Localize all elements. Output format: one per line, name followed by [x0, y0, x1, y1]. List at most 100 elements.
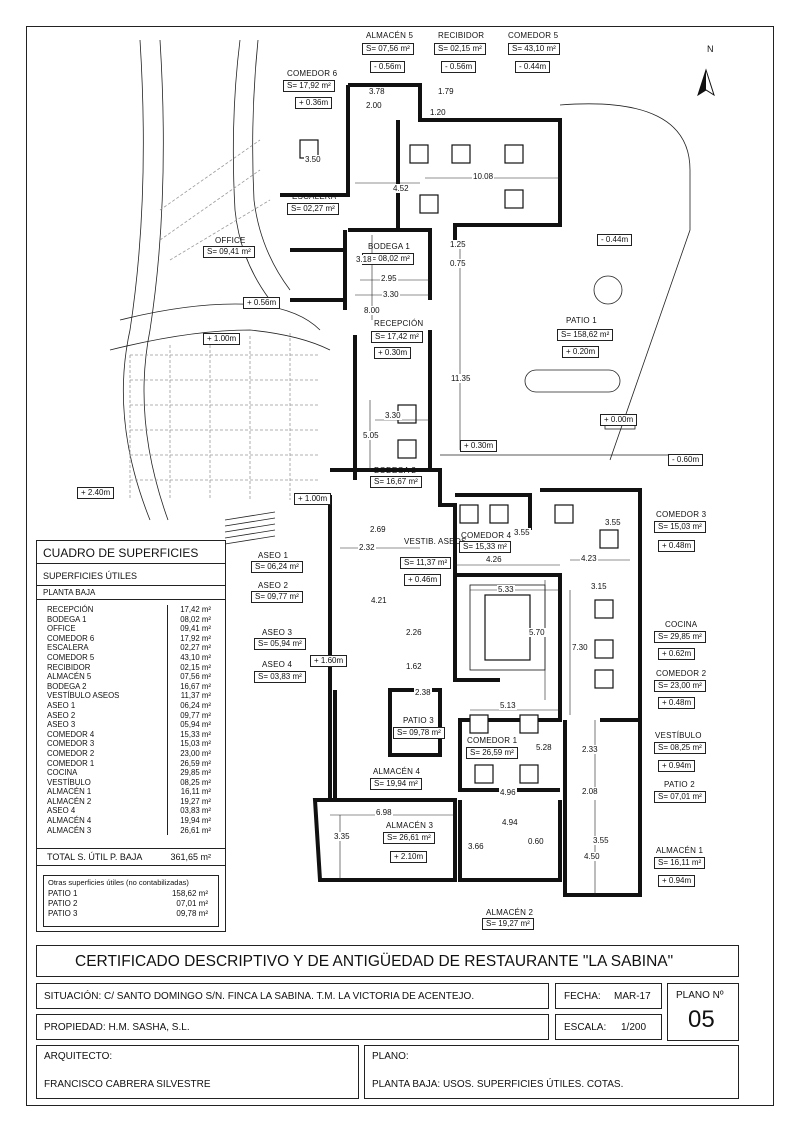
area-row-value: 26,59 m² [180, 758, 211, 768]
area-tag-office: S= 09,41 m² [203, 246, 255, 258]
area-row-name: COMEDOR 6 [37, 633, 168, 644]
area-row-value: 17,42 m² [180, 605, 211, 614]
room-label-almacen5: ALMACÉN 5 [366, 31, 414, 40]
room-label-bodega2: BODEGA 2 [374, 466, 417, 475]
dimension-label: 3.66 [467, 842, 485, 851]
area-row-value: 15,03 m² [180, 739, 211, 749]
arquitecto-name: FRANCISCO CABRERA SILVESTRE [44, 1079, 211, 1090]
area-row-name: COMEDOR 1 [37, 758, 168, 769]
area-tag-vestibulo-aseos: S= 11,37 m² [400, 557, 452, 569]
patio-fountain [593, 275, 623, 305]
plano-label: PLANO: [372, 1051, 409, 1062]
fecha-box: FECHA: MAR-17 [555, 983, 662, 1009]
level-tag-almacen3: + 2.10m [390, 851, 428, 863]
dimension-label: 3.55 [592, 836, 610, 845]
area-row-value: 29,85 m² [180, 768, 211, 778]
room-label-comedor1: COMEDOR 1 [467, 736, 518, 745]
dimension-label: 2.33 [581, 745, 599, 754]
room-label-aseo1: ASEO 1 [258, 551, 289, 560]
area-tag-vestibulo: S= 08,25 m² [654, 742, 706, 754]
areas-table-row: COMEDOR 1 26,59 m² [37, 758, 225, 769]
dimension-label: 3.18 [355, 255, 373, 264]
drawing-title: CERTIFICADO DESCRIPTIVO Y DE ANTIGÜEDAD … [75, 953, 674, 970]
areas-table: CUADRO DE SUPERFICIES SUPERFICIES ÚTILES… [36, 540, 226, 932]
area-row-name: ALMACÉN 1 [37, 787, 168, 797]
north-arrow-icon [697, 68, 715, 97]
propiedad-box: PROPIEDAD: H.M. SASHA, S.L. [36, 1014, 549, 1040]
exterior-stairs [224, 511, 276, 545]
other-areas-box: Otras superficies útiles (no contabiliza… [43, 875, 219, 927]
room-label-comedor3: COMEDOR 3 [656, 510, 707, 519]
areas-table-title: CUADRO DE SUPERFICIES [37, 541, 225, 564]
level-tag: - 0.44m [597, 234, 633, 246]
area-row-value: 26,61 m² [180, 825, 211, 835]
room-label-recepcion: RECEPCIÓN [374, 319, 424, 328]
area-row-value: 09,41 m² [180, 624, 211, 634]
other-area-value: 158,62 m² [171, 889, 208, 898]
area-row-name: ALMACÉN 3 [37, 825, 168, 836]
dimension-label: 4.52 [392, 184, 410, 193]
room-label-recibidor: RECIBIDOR [438, 31, 485, 40]
escala-label: ESCALA: [564, 1022, 607, 1033]
area-row-value: 16,11 m² [180, 787, 211, 797]
dimension-label: 4.50 [583, 852, 601, 861]
dimension-label: 2.95 [380, 274, 398, 283]
plano-number-box: PLANO Nº 05 [667, 983, 739, 1041]
area-row-value: 02,15 m² [180, 662, 211, 672]
area-tag-comedor2: S= 23,00 m² [654, 680, 706, 692]
area-tag-patio3: S= 09,78 m² [393, 727, 445, 739]
area-tag-aseo3: S= 05,94 m² [254, 638, 306, 650]
dimension-label: 2.38 [414, 688, 432, 697]
area-row-value: 02,27 m² [180, 643, 211, 653]
total-label: TOTAL S. ÚTIL P. BAJA [47, 852, 143, 862]
area-row-name: ALMACÉN 4 [37, 816, 168, 826]
area-row-name: COMEDOR 4 [37, 729, 168, 740]
area-row-value: 08,25 m² [180, 777, 211, 787]
level-tag: + 1.00m [294, 493, 332, 505]
area-tag-recibidor: S= 02,15 m² [434, 43, 486, 55]
arquitecto-label: ARQUITECTO: [44, 1051, 113, 1062]
dimension-label: 3.55 [513, 528, 531, 537]
area-row-value: 19,27 m² [180, 796, 211, 806]
area-row-name: COMEDOR 3 [37, 739, 168, 749]
area-row-value: 07,56 m² [180, 672, 211, 682]
level-tag: + 1.60m [310, 655, 348, 667]
area-row-name: RECIBIDOR [37, 662, 168, 673]
area-row-name: RECEPCIÓN [37, 605, 168, 615]
area-tag-patio2: S= 07,01 m² [654, 791, 706, 803]
other-area-name: PATIO 1 [48, 889, 78, 898]
room-label-aseo3: ASEO 3 [262, 628, 293, 637]
level-tag: + 1.00m [203, 333, 241, 345]
level-tag: + 2.40m [77, 487, 115, 499]
dimension-label: 2.08 [581, 787, 599, 796]
level-tag-comedor5: - 0.44m [515, 61, 551, 73]
area-row-name: COMEDOR 2 [37, 748, 168, 759]
room-label-almacen1: ALMACÉN 1 [656, 846, 704, 855]
level-tag: + 0.56m [243, 297, 281, 309]
plano-number-label: PLANO Nº [676, 990, 724, 1001]
dimension-label: 10.08 [472, 172, 495, 181]
level-tag-almacen1: + 0.94m [658, 875, 696, 887]
dimension-label: 4.23 [580, 554, 598, 563]
dimension-label: 3.78 [368, 87, 386, 96]
room-label-almacen4: ALMACÉN 4 [373, 767, 421, 776]
dimension-label: 6.98 [375, 808, 393, 817]
room-label-comedor2: COMEDOR 2 [656, 669, 707, 678]
area-tag-almacen5: S= 07,56 m² [362, 43, 414, 55]
room-label-almacen2: ALMACÉN 2 [486, 908, 534, 917]
dimension-label: 4.94 [501, 818, 519, 827]
areas-table-row: RECEPCIÓN 17,42 m² [37, 605, 225, 615]
situacion-box: SITUACIÓN: C/ SANTO DOMINGO S/N. FINCA L… [36, 983, 549, 1009]
area-tag-almacen3: S= 26,61 m² [383, 832, 435, 844]
room-label-patio2: PATIO 2 [664, 780, 695, 789]
room-label-patio1: PATIO 1 [566, 316, 597, 325]
road-curve-line [122, 39, 151, 521]
